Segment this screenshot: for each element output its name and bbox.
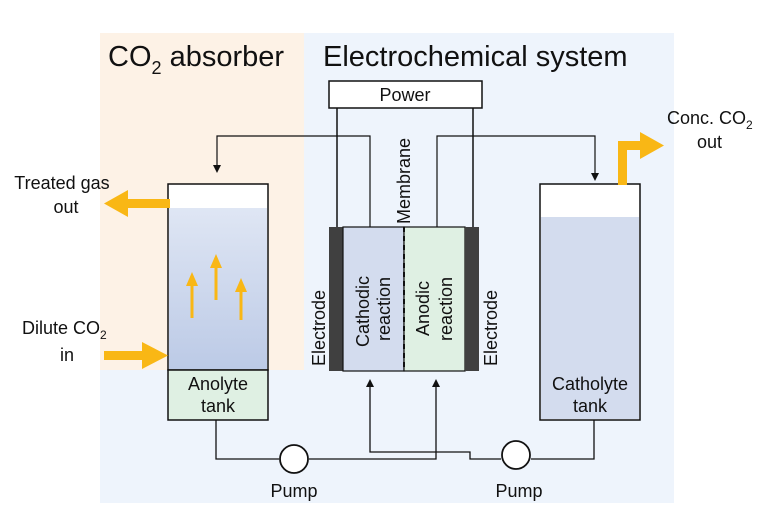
anolyte-tank	[167, 369, 269, 421]
catholyte-line2: tank	[573, 396, 608, 416]
system-title: Electrochemical system	[323, 41, 628, 73]
pipe-pump-right-to-cathodic	[366, 379, 501, 460]
absorber-title: CO2 absorber	[108, 41, 284, 78]
pump-left-icon	[279, 444, 309, 474]
cathodic-label-line1: Cathodic	[353, 276, 373, 347]
dilute-co2-arrow	[104, 342, 168, 369]
conc-co2-line1: Conc. CO2	[667, 108, 753, 132]
power-label: Power	[379, 85, 430, 105]
treated-gas-line2: out	[53, 197, 78, 217]
flow-anodic-to-catholyte	[436, 135, 599, 227]
pump-right-icon	[501, 440, 531, 470]
treated-gas-line1: Treated gas	[14, 173, 109, 193]
pump-left-label: Pump	[270, 481, 317, 501]
cathodic-chamber	[342, 226, 405, 372]
anodic-label-line2: reaction	[436, 277, 456, 341]
electrode-right-label: Electrode	[481, 290, 501, 366]
rising-gas-arrows	[186, 254, 247, 320]
anolyte-line2: tank	[201, 396, 236, 416]
anolyte-line1: Anolyte	[188, 374, 248, 394]
pipe-anolyte-to-pump	[215, 420, 279, 460]
pipe-pump-left-to-anodic	[309, 379, 440, 460]
dilute-co2-line1: Dilute CO2	[22, 318, 107, 342]
catholyte-line1: Catholyte	[552, 374, 628, 394]
conc-co2-arrow	[618, 132, 664, 185]
cathodic-label-line2: reaction	[374, 277, 394, 341]
membrane-label: Membrane	[394, 138, 414, 224]
treated-gas-arrow	[104, 190, 170, 217]
right-electrode	[465, 227, 479, 371]
absorber-liquid	[169, 208, 267, 369]
electrode-left-label: Electrode	[309, 290, 329, 366]
pump-right-label: Pump	[495, 481, 542, 501]
left-electrode	[329, 227, 343, 371]
conc-co2-line2: out	[697, 132, 722, 152]
dilute-co2-line2: in	[60, 345, 74, 365]
power-box	[328, 80, 483, 109]
catholyte-liquid	[541, 217, 639, 419]
pipe-catholyte-to-pump	[531, 420, 595, 460]
flow-cathodic-to-absorber	[213, 135, 371, 227]
anodic-label-line1: Anodic	[413, 281, 433, 336]
